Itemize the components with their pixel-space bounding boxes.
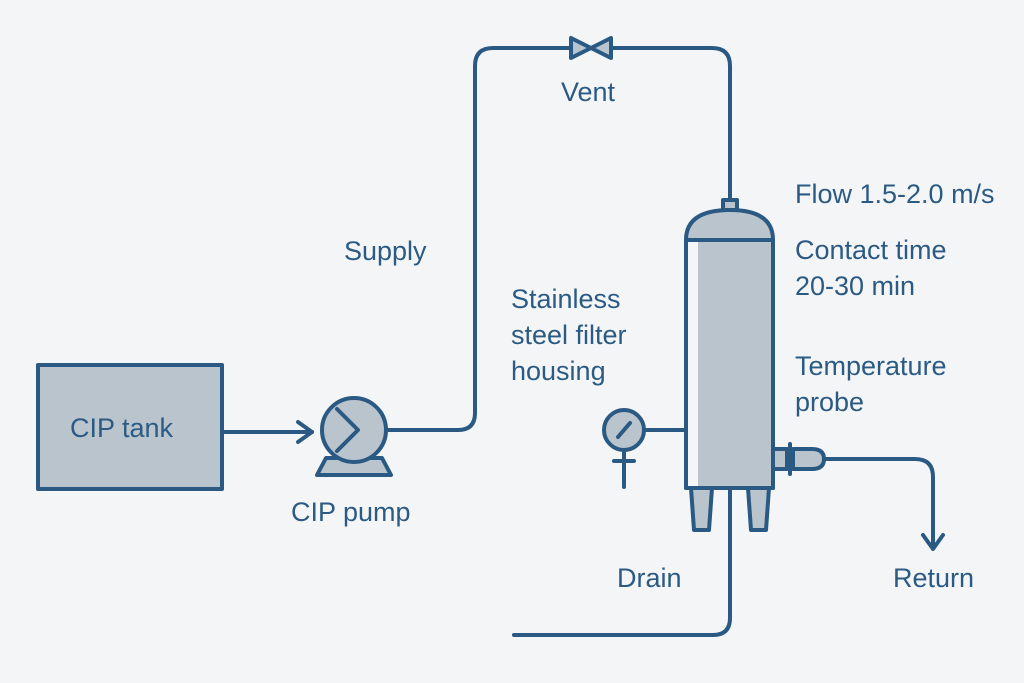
vent-label: Vent: [561, 77, 616, 107]
pressure-gauge-icon: [602, 408, 688, 489]
temperature-probe-icon: [771, 442, 826, 476]
supply-pipe: [384, 46, 732, 432]
cip-pump-icon: [315, 396, 393, 477]
return-label: Return: [893, 563, 975, 593]
flow-label: Flow 1.5-2.0 m/s: [795, 179, 995, 209]
return-pipe: [822, 457, 945, 551]
cip-tank: [36, 363, 224, 491]
temperature-probe-label: Temperature probe: [795, 351, 947, 417]
arrow-tank-to-pump: [220, 420, 314, 444]
housing-label: Stainless steel filter housing: [511, 284, 627, 386]
drain-label: Drain: [617, 563, 682, 593]
cip-pump-label: CIP pump: [291, 497, 411, 527]
vent-valve-icon: [569, 36, 613, 60]
contact-time-label: Contact time 20-30 min: [795, 235, 947, 301]
filter-housing: [684, 198, 775, 532]
drain-pipe: [512, 486, 732, 637]
cip-tank-label: CIP tank: [70, 413, 174, 443]
supply-label: Supply: [344, 236, 427, 266]
